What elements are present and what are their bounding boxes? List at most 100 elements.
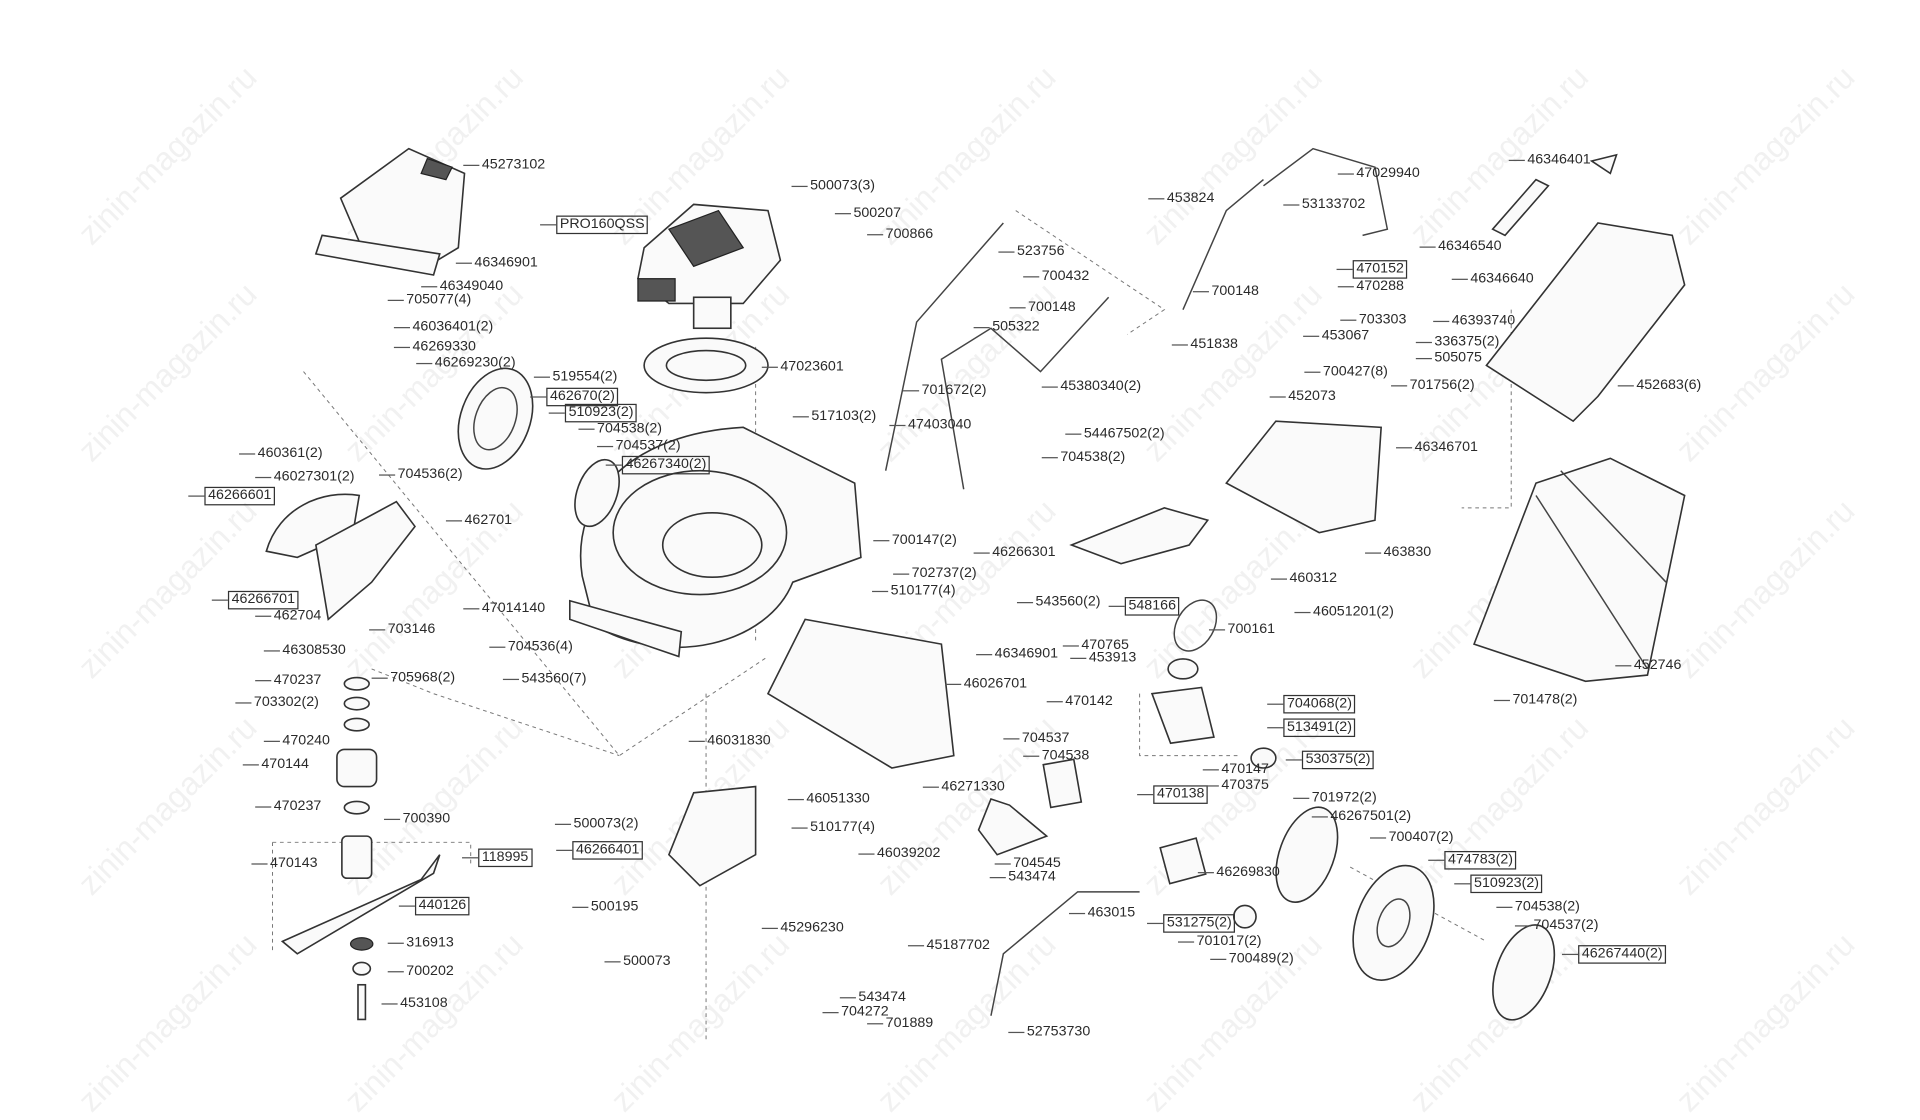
part-number-label: 470147 [1202,761,1269,777]
part-number-label: 440126 [398,896,470,916]
part-number-label: 46269230(2) [416,355,516,371]
exploded-view-drawing [265,147,1686,1041]
part-number-label: 470237 [255,798,322,814]
part-number-label: 700407(2) [1369,829,1454,845]
part-number-label: 705077(4) [387,292,472,308]
part-number-label: 470144 [242,756,309,772]
part-number-label: 462670(2) [530,387,619,407]
part-number-label: 704536(2) [378,466,463,482]
part-number-label: 704536(4) [489,639,573,655]
part-number-label: 517103(2) [792,408,877,424]
part-number-label: 470142 [1046,693,1113,709]
part-number-label: 701889 [866,1015,934,1031]
part-number-label: 700427(8) [1304,364,1388,380]
part-number-label: 462704 [255,608,322,624]
part-number-label: 505075 [1415,350,1482,366]
part-number-label: 45296230 [761,920,844,936]
part-number-label: 523756 [998,244,1065,259]
part-number-label: 46346640 [1451,271,1534,287]
part-number-label: 45380340(2) [1041,379,1142,394]
part-number-label: 47403040 [889,417,972,433]
part-number-label: 704545 [994,855,1061,871]
catcher-lid [1069,420,1383,565]
part-number-label: 451838 [1171,336,1238,352]
part-number-label: 46026701 [945,676,1028,692]
part-number-label: 462701 [445,512,513,528]
part-number-label: 453913 [1070,650,1137,666]
part-number-label: 543474 [839,989,906,1005]
part-number-label: 704538 [1023,748,1090,764]
part-number-label: 500073 [604,953,671,969]
part-number-label: 500073(2) [554,816,639,832]
part-number-label: 704537(2) [1514,917,1599,933]
part-number-label: 703146 [368,621,436,637]
part-number-label: 46266701 [211,590,299,610]
part-number-label: 519554(2) [533,369,618,384]
part-number-label: 530375(2) [1285,750,1375,770]
part-number-label: 548166 [1108,597,1180,616]
part-number-label: 701672(2) [902,382,987,398]
part-number-label: 470375 [1202,777,1269,793]
grass-catcher [1472,153,1686,683]
part-number-label: 470143 [251,855,318,871]
blade-assembly [280,676,441,1021]
part-number-label: 510923(2) [548,403,638,423]
part-number-label: 704538(2) [578,421,663,437]
part-number-label: 500073(3) [791,178,876,194]
part-number-label: 513491(2) [1267,718,1356,738]
part-number-label: 460361(2) [238,445,323,461]
part-number-label: 452073 [1269,388,1336,404]
part-number-label: 705968(2) [371,670,456,686]
part-number-label: 46346901 [976,646,1059,662]
part-number-label: 474783(2) [1428,850,1517,870]
part-number-label: PRO160QSS [539,215,649,235]
part-number-label: 700148 [1009,299,1076,315]
engine [637,203,782,394]
part-number-label: 46346401 [1508,152,1591,168]
part-number-label: 452746 [1615,657,1682,673]
handle-bars [884,147,1389,1016]
part-number-label: 543474 [989,869,1056,885]
part-number-label: 460312 [1270,571,1338,586]
part-number-label: 46051201(2) [1294,604,1394,620]
part-number-label: 704068(2) [1267,694,1356,714]
part-number-label: 46269330 [393,339,476,355]
part-number-label: 46346901 [455,255,538,271]
part-number-label: 704537(2) [596,438,681,454]
part-number-label: 510177(4) [871,583,956,599]
part-number-label: 500195 [572,899,639,915]
part-number-label: 701756(2) [1390,377,1475,393]
part-number-label: 46267501(2) [1311,808,1412,824]
part-number-label: 453108 [381,995,448,1011]
part-number-label: 700148 [1192,283,1259,299]
part-number-label: 46393740 [1433,313,1516,329]
part-number-label: 470765 [1062,637,1129,653]
part-number-label: 700866 [866,226,934,242]
part-number-label: 700489(2) [1210,951,1294,967]
gearbox-and-rear-wheel [977,599,1556,1021]
part-number-label: 54467502(2) [1065,426,1165,441]
part-number-label: 46269830 [1197,864,1280,880]
part-number-label: 452683(6) [1617,377,1702,393]
part-number-label: 46349040 [421,278,504,294]
part-number-label: 46266401 [556,841,644,860]
part-number-label: 700390 [383,811,451,827]
part-number-label: 470288 [1337,278,1404,294]
front-wheel [457,367,620,528]
part-number-label: 336375(2) [1415,334,1500,350]
part-number-label: 46039202 [858,846,941,861]
part-number-label: 704538(2) [1041,449,1126,465]
part-number-label: 510177(4) [791,820,876,835]
part-number-label: 543560(2) [1016,594,1101,610]
part-number-label: 470240 [263,733,330,749]
part-number-label: 46036401(2) [393,319,494,335]
part-number-label: 47023601 [761,359,844,375]
part-number-label: 510923(2) [1454,874,1543,894]
front-cover [314,147,466,276]
part-number-label: 470237 [255,672,322,688]
part-number-label: 118995 [462,848,533,868]
part-number-label: 46308530 [263,642,346,658]
part-number-label: 704272 [822,1004,889,1020]
part-number-label: 46027301(2) [255,469,355,485]
